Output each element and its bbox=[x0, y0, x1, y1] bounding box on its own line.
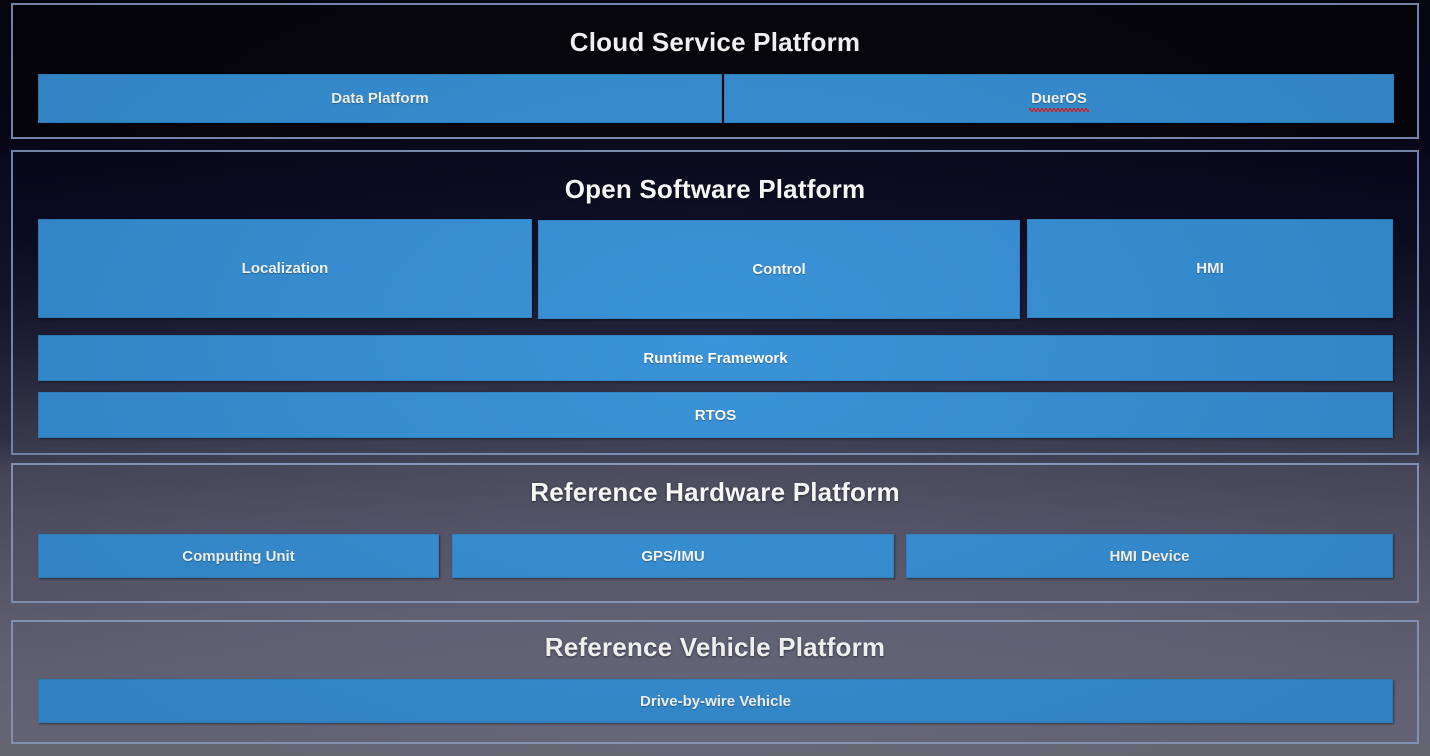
block-label-gps-imu: GPS/IMU bbox=[641, 547, 705, 565]
block-label-localization: Localization bbox=[241, 260, 329, 277]
section-reference-hardware-platform: Reference Hardware Platform Computing Un… bbox=[11, 463, 1419, 603]
block-label-runtime-framework: Runtime Framework bbox=[643, 349, 788, 367]
section-title-reference-vehicle-platform: Reference Vehicle Platform bbox=[544, 632, 886, 662]
block-label-dueros: DuerOS bbox=[1029, 90, 1089, 112]
section-reference-vehicle-platform: Reference Vehicle Platform Drive-by-wire… bbox=[11, 620, 1419, 744]
block-control[interactable]: Control bbox=[538, 220, 1020, 319]
block-computing-unit[interactable]: Computing Unit bbox=[38, 534, 439, 578]
block-label-rtos: RTOS bbox=[694, 406, 737, 424]
block-dueros[interactable]: DuerOS bbox=[724, 74, 1394, 123]
block-label-hmi-device: HMI Device bbox=[1109, 547, 1190, 565]
block-rtos[interactable]: RTOS bbox=[38, 392, 1393, 438]
block-label-control: Control bbox=[752, 261, 806, 278]
block-data-platform[interactable]: Data Platform bbox=[38, 74, 722, 123]
section-cloud-service-platform: Cloud Service Platform Data Platform Due… bbox=[11, 3, 1419, 139]
block-label-hmi: HMI bbox=[1196, 260, 1224, 277]
block-localization[interactable]: Localization bbox=[38, 219, 532, 318]
block-hmi-device[interactable]: HMI Device bbox=[906, 534, 1393, 578]
block-drive-by-wire-vehicle[interactable]: Drive-by-wire Vehicle bbox=[38, 679, 1393, 723]
block-runtime-framework[interactable]: Runtime Framework bbox=[38, 335, 1393, 381]
section-title-reference-hardware-platform: Reference Hardware Platform bbox=[530, 477, 900, 507]
section-title-cloud-service-platform: Cloud Service Platform bbox=[569, 27, 861, 57]
section-open-software-platform: Open Software Platform Localization Cont… bbox=[11, 150, 1419, 455]
section-title-open-software-platform: Open Software Platform bbox=[564, 174, 866, 204]
block-label-data-platform: Data Platform bbox=[331, 90, 429, 107]
block-hmi[interactable]: HMI bbox=[1027, 219, 1393, 318]
block-label-computing-unit: Computing Unit bbox=[182, 547, 295, 565]
block-gps-imu[interactable]: GPS/IMU bbox=[452, 534, 894, 578]
block-label-drive-by-wire-vehicle: Drive-by-wire Vehicle bbox=[640, 692, 791, 710]
